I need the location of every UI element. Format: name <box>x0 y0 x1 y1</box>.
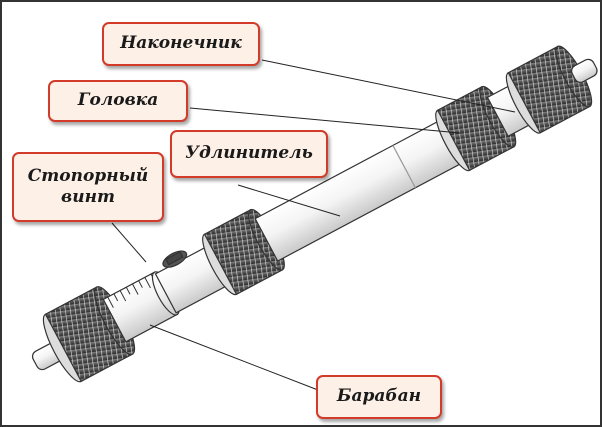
label-extension: Удлинитель <box>170 130 328 178</box>
label-tip-text: Наконечник <box>120 33 242 54</box>
right-pin <box>571 58 598 83</box>
label-extension-text: Удлинитель <box>185 143 313 164</box>
label-lock-screw: Стопорный винт <box>12 152 164 222</box>
label-drum: Барабан <box>316 375 442 419</box>
label-drum-text: Барабан <box>336 386 422 407</box>
label-lock-screw-line1: Стопорный <box>27 165 149 186</box>
label-tip: Наконечник <box>102 22 260 66</box>
label-head-text: Головка <box>77 90 159 111</box>
leader-lines <box>111 59 516 391</box>
label-head: Головка <box>48 80 188 122</box>
lock-screw-icon <box>162 250 188 268</box>
label-lock-screw-line2: винт <box>61 187 115 207</box>
